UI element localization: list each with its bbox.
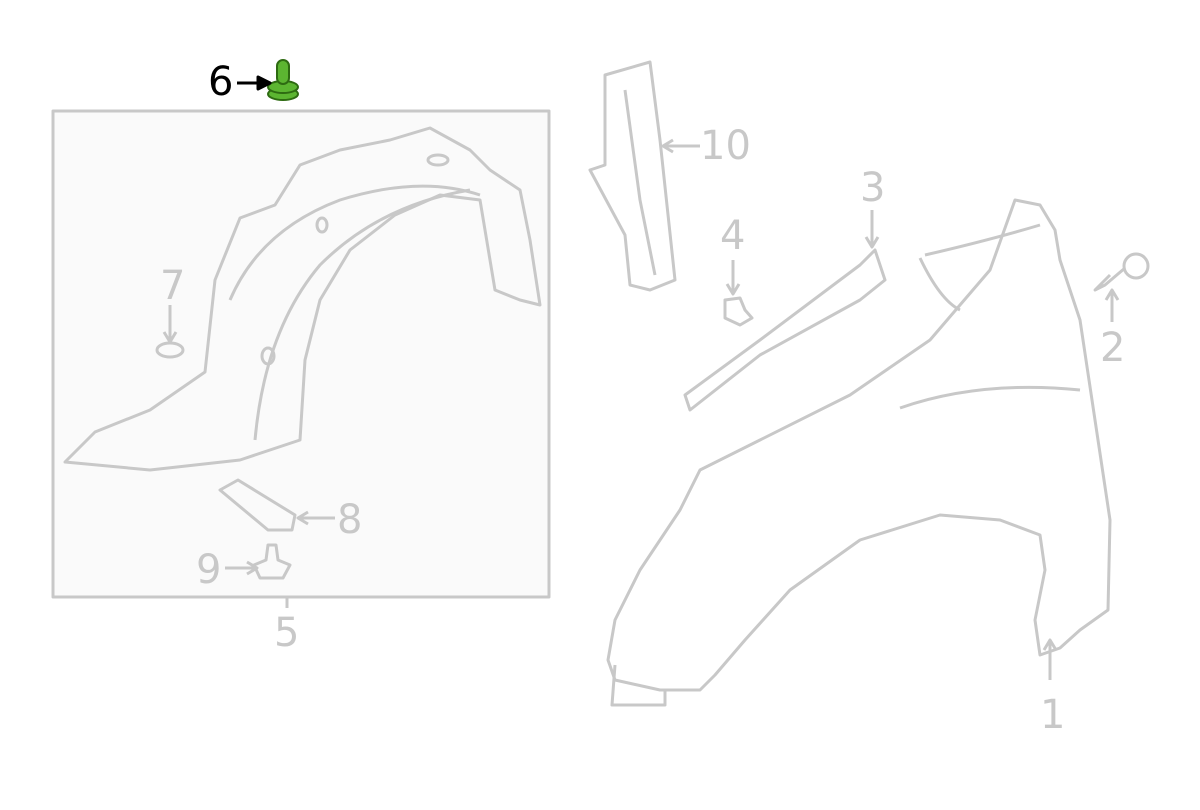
callout-10[interactable]: 10 <box>700 123 751 169</box>
fender-brace-part[interactable] <box>588 60 677 292</box>
clip-part[interactable] <box>723 296 754 327</box>
callout-7[interactable]: 7 <box>160 263 186 309</box>
fender-part[interactable] <box>606 198 1112 692</box>
bracket-part[interactable] <box>218 478 297 532</box>
callout-2[interactable]: 2 <box>1100 325 1126 371</box>
bolt-part[interactable] <box>1122 252 1150 280</box>
liner-clip-part-highlighted[interactable] <box>267 59 299 101</box>
callout-5[interactable]: 5 <box>274 610 300 656</box>
callout-6[interactable]: 6 <box>208 59 234 105</box>
fender-seal-part[interactable] <box>683 248 887 412</box>
callout-1[interactable]: 1 <box>1040 692 1066 738</box>
callout-3[interactable]: 3 <box>860 165 886 211</box>
callout-8[interactable]: 8 <box>337 497 363 543</box>
callout-9[interactable]: 9 <box>196 547 222 593</box>
callout-4[interactable]: 4 <box>720 213 746 259</box>
fender-liner[interactable] <box>63 126 542 472</box>
